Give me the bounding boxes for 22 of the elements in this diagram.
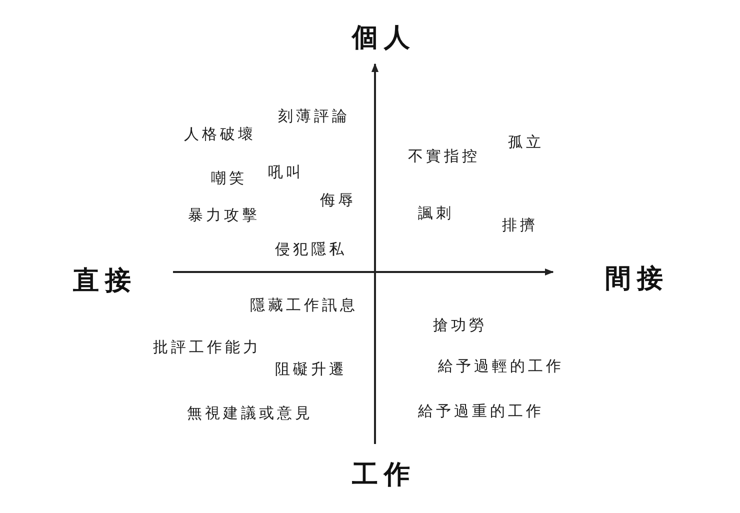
item-label: 批評工作能力 (153, 340, 261, 354)
item-label: 不實指控 (408, 148, 480, 164)
item-label: 人格破壞 (184, 126, 256, 142)
item-label: 刻薄評論 (278, 108, 350, 124)
item-label: 諷刺 (418, 206, 454, 220)
item-label: 嘲笑 (211, 170, 247, 186)
axis-label: 直接 (73, 268, 137, 294)
item-label: 侵犯隱私 (275, 242, 347, 256)
item-label: 給予過輕的工作 (438, 358, 564, 374)
item-label: 吼叫 (268, 164, 304, 180)
item-label: 孤立 (508, 134, 544, 150)
item-label: 搶功勞 (433, 318, 487, 332)
axis-label: 工作 (352, 462, 416, 488)
item-label: 無視建議或意見 (187, 406, 313, 420)
item-label: 給予過重的工作 (418, 404, 544, 418)
item-label: 侮辱 (320, 192, 356, 208)
item-label: 暴力攻擊 (188, 208, 260, 222)
axis-label: 個人 (352, 25, 416, 51)
item-label: 排擠 (502, 218, 538, 232)
item-label: 阻礙升遷 (275, 362, 347, 376)
axis-label: 間接 (605, 266, 669, 292)
item-label: 隱藏工作訊息 (250, 298, 358, 312)
